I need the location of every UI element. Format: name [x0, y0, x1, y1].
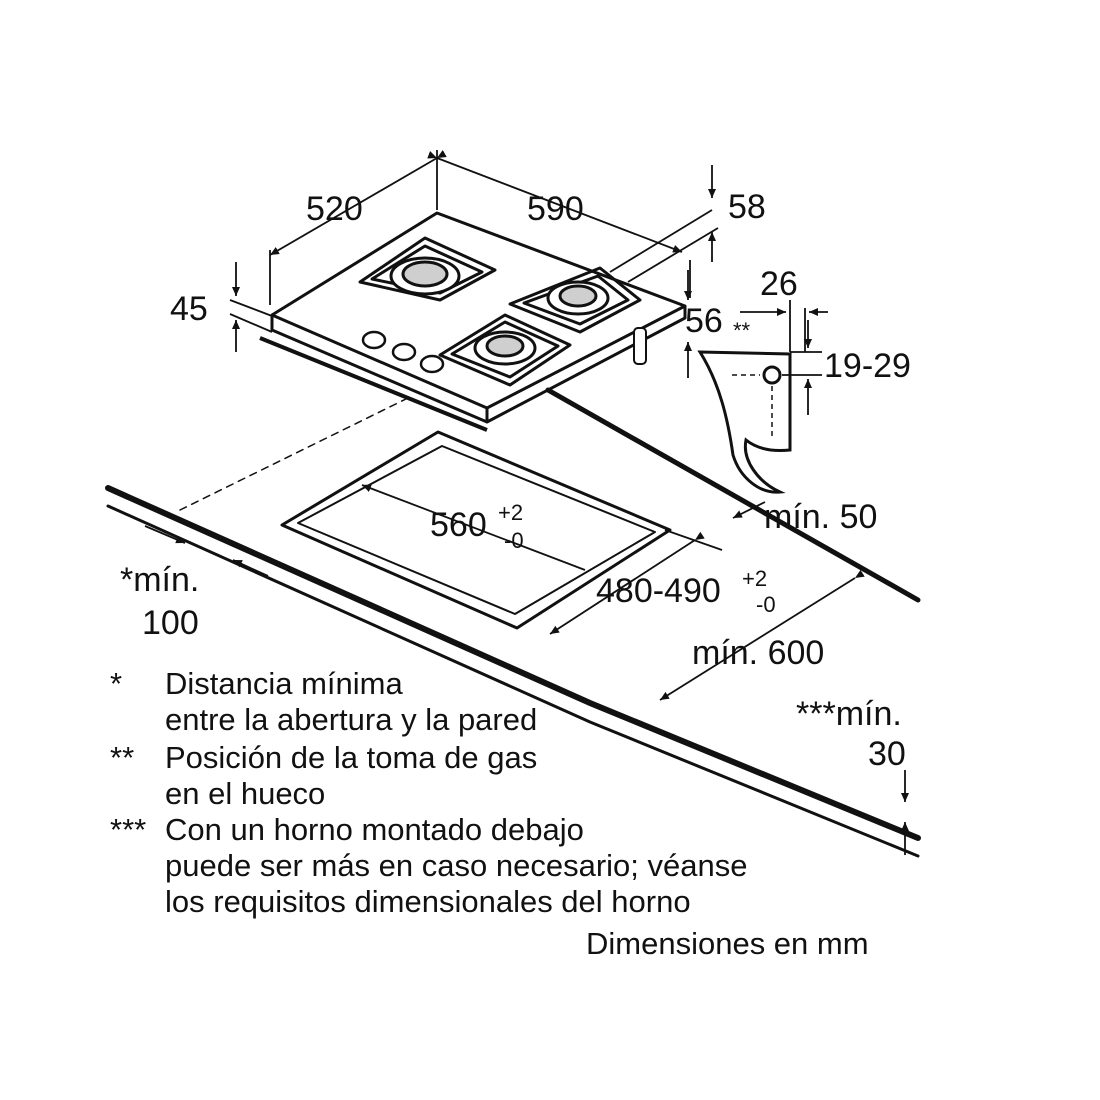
dim-cutout-depth-tol-up: +2	[742, 566, 767, 591]
gas-hob	[259, 211, 687, 432]
control-knobs	[361, 330, 445, 374]
min-worktop-thickness-label: ***mín.	[796, 695, 902, 733]
dim-cutout-width: 560	[430, 506, 487, 544]
gas-inlet-detail	[697, 350, 792, 494]
dim-depth: 520	[306, 190, 363, 228]
legend-3-line-1: Con un horno montado debajo	[165, 812, 584, 847]
dim-cutout-width-tol-up: +2	[498, 500, 523, 525]
legend-2-line-2: en el hueco	[165, 776, 326, 811]
legend-3-line-2: puede ser más en caso necesario; véanse	[165, 848, 748, 883]
worktop	[105, 387, 921, 858]
dim-cutout-width-tol-down: -0	[504, 528, 524, 553]
legend-2-line-1: Posición de la toma de gas	[165, 740, 538, 775]
dim-width: 590	[527, 190, 584, 228]
dim-inlet-height: 19-29	[824, 347, 911, 385]
gas-inlet-marker: **	[733, 318, 751, 343]
burner-right	[508, 266, 642, 334]
burner-front	[438, 313, 572, 387]
min-wall-distance-value: 100	[142, 604, 199, 642]
dim-side-offset: 56	[685, 302, 723, 340]
legend-mark-1: *	[110, 666, 123, 701]
dim-cutout-depth: 480-490	[596, 572, 721, 610]
worktop-cutout	[280, 430, 672, 630]
legend-1-line-1: Distancia mínima	[165, 666, 403, 701]
dim-height: 45	[170, 290, 208, 328]
legend-1-line-2: entre la abertura y la pared	[165, 702, 538, 737]
dim-inlet-offset: 26	[760, 265, 798, 303]
legend: * Distancia mínima entre la abertura y l…	[0, 666, 1100, 966]
legend-3-line-3: los requisitos dimensionales del horno	[165, 884, 691, 919]
dimension-labels: 520 590 58 45 56 ** 26 19-29 560 +2 -0 4…	[120, 188, 911, 773]
legend-mark-2: **	[110, 740, 135, 775]
burner-large	[358, 236, 497, 302]
min-worktop-depth: mín. 600	[692, 634, 824, 672]
dim-rear-offset: 58	[728, 188, 766, 226]
dim-cutout-depth-tol-down: -0	[756, 592, 776, 617]
dimension-lines	[144, 150, 909, 855]
units-note: Dimensiones en mm	[586, 926, 869, 961]
min-wall-distance-label: *mín.	[120, 561, 199, 599]
min-front-distance: mín. 50	[764, 498, 877, 536]
min-worktop-thickness-value: 30	[868, 735, 906, 773]
legend-mark-3: ***	[110, 812, 147, 847]
